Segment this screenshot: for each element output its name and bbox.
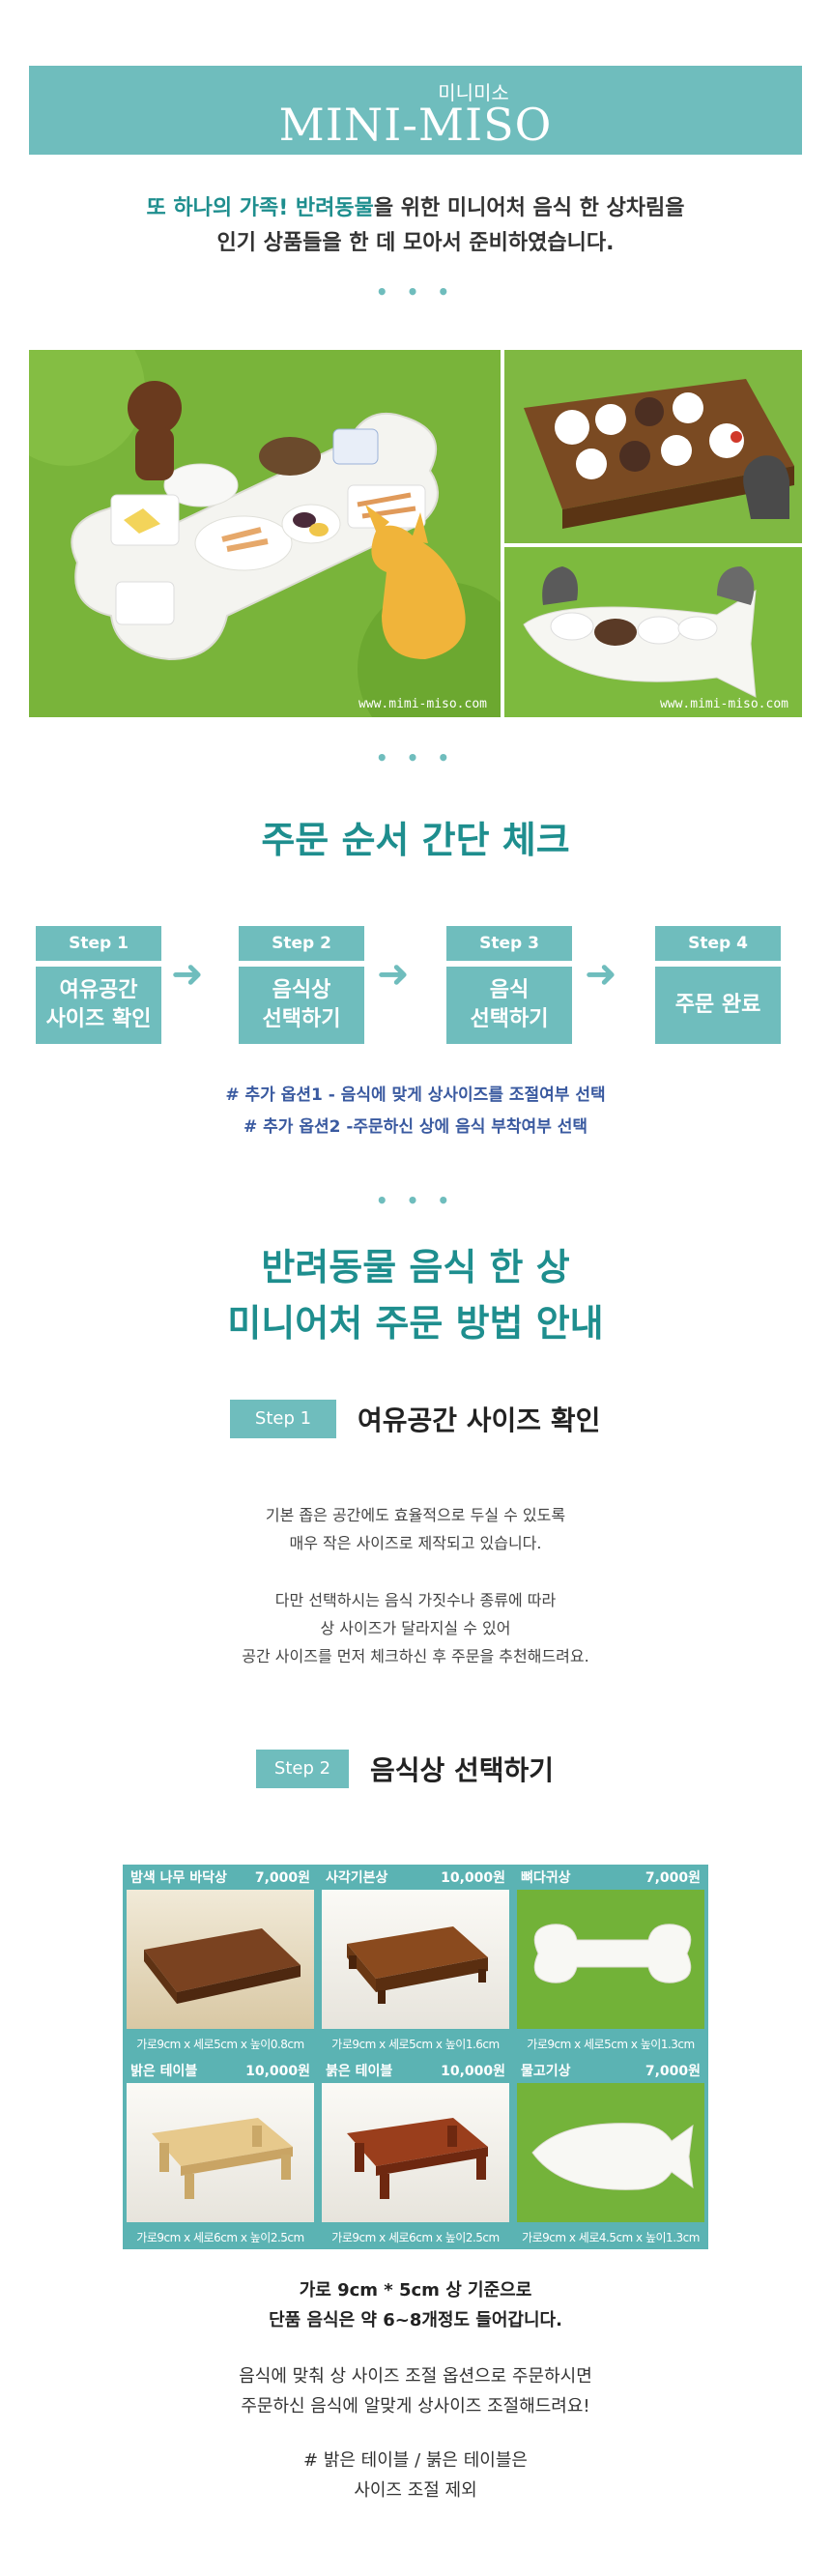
- guide-title-line-1: 반려동물 음식 한 상: [261, 1246, 570, 1288]
- flow-step-label: 음식상 선택하기: [239, 967, 364, 1044]
- intro-highlight: 또 하나의 가족! 반려동물: [146, 196, 374, 220]
- table-dimensions: 가로9cm x 세로6cm x 높이2.5cm: [331, 2231, 500, 2244]
- arrow-right-icon: ➜: [377, 952, 410, 997]
- resize-note-line: 음식에 맞춰 상 사이즈 조절 옵션으로 주문하시면: [239, 2366, 592, 2387]
- size-note-line: 단품 음식은 약 6~8개정도 들어갑니다.: [269, 2310, 562, 2330]
- table-name: 물고기상: [521, 2064, 571, 2079]
- step2-label: 음식상 선택하기: [370, 1754, 555, 1786]
- divider-dots: • • •: [375, 280, 456, 304]
- step1-heading: Step 1 여유공간 사이즈 확인: [230, 1400, 600, 1438]
- photo-wood-tray: [504, 350, 802, 543]
- watermark-main: www.mimi-miso.com: [358, 697, 487, 711]
- table-dimensions: 가로9cm x 세로5cm x 높이1.6cm: [331, 2038, 500, 2051]
- red-table-image: [322, 2083, 509, 2222]
- flow-step-label: 여유공간 사이즈 확인: [36, 967, 161, 1044]
- flow-step-3: Step 3 음식 선택하기: [446, 926, 572, 1044]
- step1-text-line: 공간 사이즈를 먼저 체크하신 후 주문을 추천해드려요.: [242, 1647, 589, 1665]
- step2-heading: Step 2 음식상 선택하기: [256, 1750, 554, 1788]
- table-price: 7,000원: [254, 1870, 310, 1886]
- table-option-card[interactable]: 물고기상 7,000원 가로9cm x 세로4.5cm x 높이1.3cm: [515, 2060, 706, 2247]
- arrow-right-icon: ➜: [171, 952, 204, 997]
- fish-table-image: [517, 2083, 704, 2222]
- option-note-1: # 추가 옵션1 - 음식에 맞게 상사이즈를 조절여부 선택: [225, 1085, 606, 1105]
- flow-step-label: 음식 선택하기: [446, 967, 572, 1044]
- table-price: 10,000원: [441, 2064, 505, 2079]
- size-note: 가로 9cm * 5cm 상 기준으로 단품 음식은 약 6~8개정도 들어갑니…: [0, 2275, 831, 2335]
- divider-dots: • • •: [375, 746, 456, 769]
- intro-line-1-rest: 을 위한 미니어처 음식 한 상차림을: [373, 196, 685, 220]
- intro-text: 또 하나의 가족! 반려동물을 위한 미니어처 음식 한 상차림을 인기 상품들…: [0, 191, 831, 261]
- flow-step-2: Step 2 음식상 선택하기: [239, 926, 364, 1044]
- resize-note-line: 주문하신 음식에 알맞게 상사이즈 조절해드려요!: [241, 2396, 590, 2417]
- table-option-card[interactable]: 붉은 테이블 10,000원 가로9cm x 세로6cm x 높이2.5cm: [320, 2060, 511, 2247]
- table-name: 뼈다귀상: [521, 1870, 571, 1886]
- divider-dots: • • •: [375, 1189, 456, 1212]
- flow-step-tag: Step 4: [655, 926, 781, 961]
- step1-text-line: 상 사이즈가 달라지실 수 있어: [320, 1619, 511, 1637]
- light-table-image: [127, 2083, 314, 2222]
- table-name: 붉은 테이블: [326, 2064, 393, 2079]
- table-dimensions: 가로9cm x 세로5cm x 높이1.3cm: [527, 2038, 695, 2051]
- watermark-secondary: www.mimi-miso.com: [659, 697, 788, 711]
- table-name: 사각기본상: [326, 1870, 388, 1886]
- flow-step-1: Step 1 여유공간 사이즈 확인: [36, 926, 161, 1044]
- flow-step-tag: Step 1: [36, 926, 161, 961]
- table-option-card[interactable]: 사각기본상 10,000원 가로9cm x 세로5cm x 높이1.6cm: [320, 1867, 511, 2054]
- flow-step-tag: Step 3: [446, 926, 572, 961]
- wood-tray-illustration: [504, 350, 802, 543]
- table-option-card[interactable]: 밤색 나무 바닥상 7,000원 가로9cm x 세로5cm x 높이0.8cm: [125, 1867, 316, 2054]
- table-dimensions: 가로9cm x 세로6cm x 높이2.5cm: [136, 2231, 304, 2244]
- arrow-right-icon: ➜: [585, 952, 617, 997]
- brand-banner: 미니미소 MINI-MISO: [29, 66, 802, 155]
- flow-step-4: Step 4 주문 완료: [655, 926, 781, 1044]
- step1-text-line: 매우 작은 사이즈로 제작되고 있습니다.: [289, 1534, 542, 1552]
- table-dimensions: 가로9cm x 세로5cm x 높이0.8cm: [136, 2038, 304, 2051]
- square-basic-table-image: [322, 1890, 509, 2029]
- intro-line-2: 인기 상품들을 한 데 모아서 준비하였습니다.: [216, 231, 615, 255]
- step2-tag: Step 2: [256, 1750, 349, 1788]
- step1-paragraph-2: 다만 선택하시는 음식 가짓수나 종류에 따라 상 사이즈가 달라지실 수 있어…: [0, 1586, 831, 1670]
- table-option-card[interactable]: 밝은 테이블 10,000원 가로9cm x 세로6cm x 높이2.5cm: [125, 2060, 316, 2247]
- table-price: 7,000원: [645, 1870, 701, 1886]
- fish-plate-illustration: [504, 547, 802, 717]
- guide-title-line-2: 미니어처 주문 방법 안내: [227, 1302, 604, 1345]
- step1-paragraph-1: 기본 좁은 공간에도 효율적으로 두실 수 있도록 매우 작은 사이즈로 제작되…: [0, 1501, 831, 1557]
- brand-subtitle: 미니미소: [438, 81, 509, 104]
- table-dimensions: 가로9cm x 세로4.5cm x 높이1.3cm: [522, 2231, 700, 2244]
- option-note-2: # 추가 옵션2 -주문하신 상에 음식 부착여부 선택: [243, 1117, 588, 1137]
- table-price: 10,000원: [441, 1870, 505, 1886]
- order-check-title: 주문 순서 간단 체크: [261, 819, 570, 861]
- step1-label: 여유공간 사이즈 확인: [358, 1404, 601, 1436]
- dark-wood-floor-table-image: [127, 1890, 314, 2029]
- size-note-line: 가로 9cm * 5cm 상 기준으로: [299, 2280, 532, 2301]
- exclusion-note: # 밝은 테이블 / 붉은 테이블은 사이즈 조절 제외: [0, 2446, 831, 2505]
- table-name: 밤색 나무 바닥상: [130, 1870, 227, 1886]
- resize-note: 음식에 맞춰 상 사이즈 조절 옵션으로 주문하시면 주문하신 음식에 알맞게 …: [0, 2361, 831, 2421]
- table-option-card[interactable]: 뼈다귀상 7,000원 가로9cm x 세로5cm x 높이1.3cm: [515, 1867, 706, 2054]
- table-name: 밝은 테이블: [130, 2064, 198, 2079]
- table-price: 10,000원: [245, 2064, 310, 2079]
- step1-tag: Step 1: [230, 1400, 336, 1438]
- exclusion-note-line: # 밝은 테이블 / 붉은 테이블은: [303, 2450, 528, 2471]
- brand-title: MINI-MISO: [278, 99, 553, 151]
- intro-line-1: 또 하나의 가족! 반려동물을 위한 미니어처 음식 한 상차림을: [0, 191, 831, 226]
- main-product-photo: www.mimi-miso.com: [29, 350, 501, 717]
- step1-text-line: 기본 좁은 공간에도 효율적으로 두실 수 있도록: [265, 1506, 566, 1524]
- flow-step-tag: Step 2: [239, 926, 364, 961]
- bone-plate-illustration: [29, 350, 501, 717]
- bone-table-image: [517, 1890, 704, 2029]
- step1-text-line: 다만 선택하시는 음식 가짓수나 종류에 따라: [274, 1591, 557, 1609]
- exclusion-note-line: 사이즈 조절 제외: [354, 2480, 477, 2501]
- flow-step-label: 주문 완료: [655, 967, 781, 1044]
- table-price: 7,000원: [645, 2064, 701, 2079]
- photo-fish-plate: www.mimi-miso.com: [504, 547, 802, 717]
